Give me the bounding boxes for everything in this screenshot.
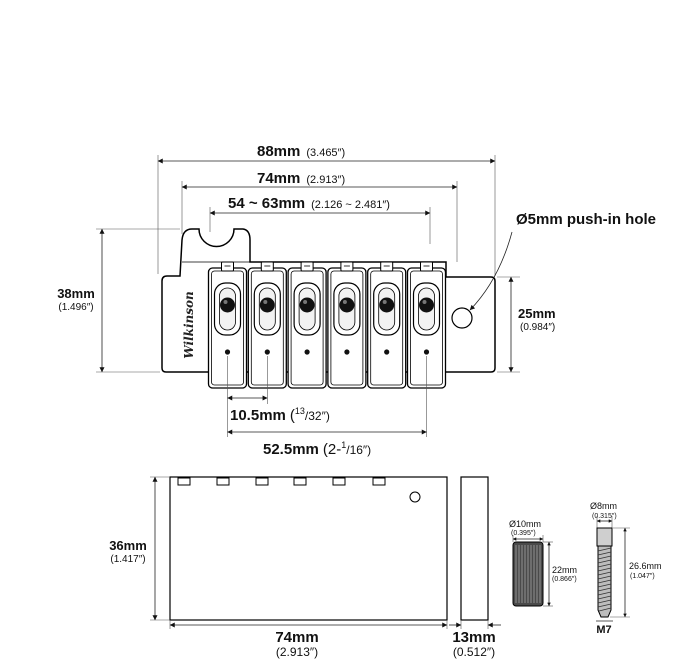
block-tab [293,477,307,486]
height-imperial-label: (1.496″) [58,302,93,313]
string-spacing-label: 52.5mm(2-1/16″) [263,440,371,458]
screw-diameter-metric-label: Ø8mm [590,501,617,511]
height-metric-label: 38mm [57,286,95,301]
sleeve-diameter-metric-label: Ø10mm [509,519,541,529]
block-string-holes [177,477,386,486]
block-thickness-imperial-label: (0.512″) [453,645,495,659]
block-front-view: 36mm (1.417″) 74mm (2.913″) [109,476,448,659]
block-tab [216,477,230,486]
saddle-3 [287,261,327,389]
screw-length-imperial-label: (1.047″) [630,573,655,580]
block-thickness-metric-label: 13mm [452,629,495,646]
screw-thread [597,547,612,612]
screw-thread-label: M7 [596,624,611,636]
plate-depth-metric-label: 25mm [518,306,556,321]
block-height-metric-label: 36mm [109,538,147,553]
block-width-imperial-label: (2.913″) [276,645,318,659]
saddle-5 [367,261,407,389]
overall-width-label: 88mm(3.465″) [257,143,345,160]
plate-depth-imperial-label: (0.984″) [520,322,555,333]
screw-head [596,527,613,547]
sleeve-length-metric-label: 22mm [552,565,577,575]
block-width-metric-label: 74mm [275,629,318,646]
block-tab [177,477,191,486]
push-in-hole-leader-arrow [469,231,513,311]
block-tab [332,477,346,486]
sustain-block-front [169,476,448,621]
block-side-view: 13mm (0.512″) [449,476,501,659]
string-range-label: 54 ~ 63mm(2.126 ~ 2.481″) [228,195,390,212]
block-tab [372,477,386,486]
sleeve-view: Ø10mm (0.395″) 22mm (0.866″) [509,519,577,607]
block-hole [409,491,421,503]
sleeve-knurling [515,545,541,603]
screw-diameter-imperial-label: (0.315″) [592,513,617,520]
sustain-block-side [460,476,489,621]
screw-length-metric-label: 26.6mm [629,561,662,571]
sleeve-diameter-imperial-label: (0.395″) [511,530,536,537]
sleeve-length-imperial-label: (0.866″) [552,576,577,583]
screw-view: Ø8mm (0.315″) 26.6mm (1.047″) M7 [590,501,662,636]
push-in-hole-label: Ø5mm push-in hole [516,211,656,228]
block-tab [255,477,269,486]
plate-width-label: 74mm(2.913″) [257,170,345,187]
top-view: Wilkinson 88mm(3.465″) 74mm(2.913″) 54 ~… [57,143,656,458]
brand-logo: Wilkinson [182,291,196,358]
saddle-4 [327,261,367,389]
block-height-imperial-label: (1.417″) [110,554,145,565]
saddle-pitch-label: 10.5mm(13/32″) [230,406,330,424]
push-in-hole [451,307,473,329]
